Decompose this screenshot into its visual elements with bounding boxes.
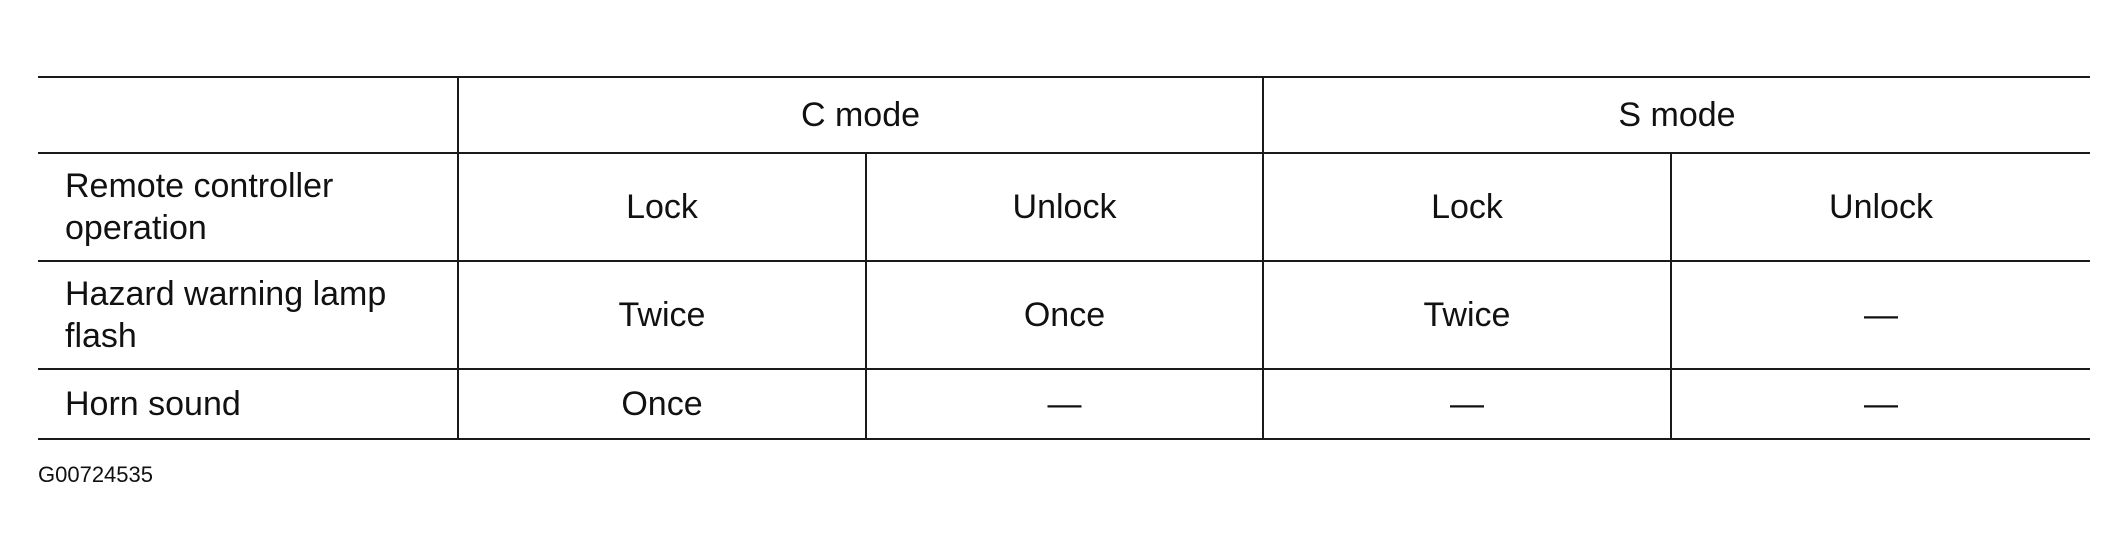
remote-control-mode-table: C mode S mode Remote controller operatio… [38, 76, 2090, 440]
header-empty-cell [38, 76, 458, 154]
table-header-row: C mode S mode [38, 76, 2090, 154]
row-label-text: Horn sound [65, 385, 241, 423]
table-row: Horn sound Once — — — [38, 368, 2090, 440]
row-label-horn-sound: Horn sound [38, 368, 458, 440]
table-cell: Twice [1262, 260, 1671, 370]
row-label-hazard-warning-lamp-flash: Hazard warning lamp flash [38, 260, 458, 370]
table-cell: — [1670, 260, 2090, 370]
header-s-mode: S mode [1262, 76, 2090, 154]
table-cell: — [865, 368, 1263, 440]
row-label-text: Remote controller operation [65, 167, 334, 247]
table-cell: Unlock [1670, 152, 2090, 262]
table-cell: Lock [1262, 152, 1671, 262]
table-cell: Unlock [865, 152, 1263, 262]
table-row: Remote controller operation Lock Unlock … [38, 152, 2090, 262]
row-label-remote-controller-operation: Remote controller operation [38, 152, 458, 262]
row-label-text: Hazard warning lamp flash [65, 275, 387, 355]
table-cell: Twice [457, 260, 866, 370]
table-cell: — [1670, 368, 2090, 440]
table-cell: Lock [457, 152, 866, 262]
table-cell: Once [865, 260, 1263, 370]
table-cell: Once [457, 368, 866, 440]
figure-id: G00724535 [38, 462, 153, 487]
table-cell: — [1262, 368, 1671, 440]
table-row: Hazard warning lamp flash Twice Once Twi… [38, 260, 2090, 370]
header-c-mode: C mode [457, 76, 1263, 154]
